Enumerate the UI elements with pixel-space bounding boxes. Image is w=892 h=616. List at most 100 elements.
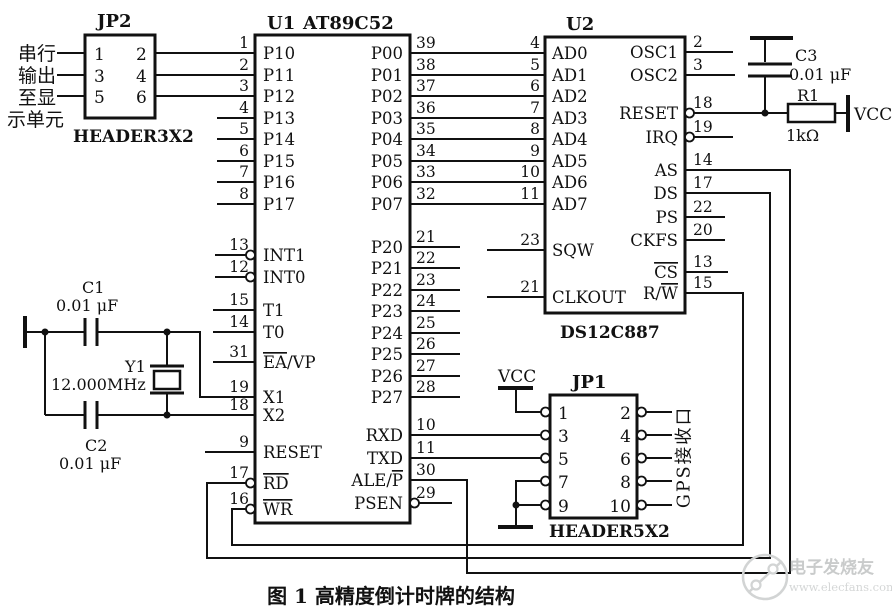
- pin-number: 23: [416, 271, 436, 289]
- pin-label: P20: [371, 238, 403, 257]
- wire: [231, 292, 744, 546]
- chip-body-u1: [253, 33, 412, 525]
- pin-number: 34: [416, 142, 436, 160]
- pin-number: 25: [416, 314, 436, 332]
- pin-number: 2: [239, 56, 249, 74]
- inverted-pin-bubble: [684, 131, 695, 143]
- pin-number: 6: [530, 77, 540, 95]
- junction-dot: [163, 411, 171, 419]
- header-pin-number: 1: [94, 45, 105, 65]
- pin-number: 15: [229, 291, 249, 309]
- wire: [515, 388, 541, 413]
- pin-label: AD7: [551, 195, 588, 214]
- pin-label: CLKOUT: [552, 288, 626, 307]
- pin-number: 20: [693, 221, 713, 239]
- wire: [97, 331, 255, 398]
- pin-label: P26: [371, 367, 403, 386]
- watermark-brand: 电子发烧友: [789, 557, 874, 578]
- pin-number: 17: [693, 174, 713, 192]
- inverted-pin-bubble: [245, 249, 256, 261]
- wire: [206, 192, 771, 559]
- inverted-pin-bubble: [540, 499, 551, 511]
- pin-number: 33: [416, 163, 436, 181]
- serial-note-line2: 输出: [18, 65, 56, 87]
- inverted-pin-bubble: [245, 477, 256, 489]
- jp2-title: JP2: [95, 11, 132, 32]
- header-pin-number: 6: [136, 88, 147, 108]
- y1-refdes: Y1: [124, 357, 146, 376]
- pin-number: 35: [416, 120, 436, 138]
- pin-number: 1: [239, 34, 249, 52]
- junction-dot: [761, 109, 769, 117]
- pin-label: P17: [263, 195, 295, 214]
- junction-dot: [512, 501, 520, 509]
- c3-value: 0.01 μF: [789, 65, 851, 84]
- inverted-pin-bubble: [245, 271, 256, 283]
- header-pin-number: 3: [94, 67, 105, 87]
- pin-label: P21: [371, 259, 403, 278]
- pin-label: PS: [656, 208, 678, 227]
- pin-number: 15: [693, 274, 713, 292]
- pin-number: 3: [693, 56, 703, 74]
- pin-label: AD2: [551, 87, 588, 106]
- pin-number: 30: [416, 461, 436, 479]
- inverted-pin-bubble: [540, 475, 551, 487]
- pin-label: T1: [263, 301, 285, 320]
- jp1-part-label: HEADER5X2: [549, 522, 670, 542]
- pin-label: AD3: [551, 109, 588, 128]
- pin-label: AD1: [551, 66, 588, 85]
- pin-number: 19: [693, 118, 713, 136]
- pin-number: 11: [416, 439, 436, 457]
- header-pin-number: 4: [620, 427, 631, 447]
- pin-number: 2: [693, 33, 703, 51]
- pin-label: P05: [371, 152, 403, 171]
- vcc-label-jp1: VCC: [497, 367, 536, 387]
- pin-label: RESET: [263, 443, 322, 462]
- jp1-title: JP1: [570, 372, 607, 393]
- inverted-pin-bubble: [636, 452, 647, 464]
- pin-number: 5: [239, 120, 249, 138]
- crystal-body-y1: [152, 369, 182, 391]
- pin-number: 24: [416, 292, 436, 310]
- pin-number: 26: [416, 335, 436, 353]
- pin-number: 4: [530, 34, 540, 52]
- pin-number: 37: [416, 77, 436, 95]
- header-pin-number: 10: [609, 497, 631, 517]
- header-pin-number: 5: [94, 88, 105, 108]
- inverted-pin-bubble: [636, 429, 647, 441]
- pin-label: PSEN: [354, 494, 403, 513]
- pin-label: AD5: [551, 152, 588, 171]
- pin-number: 16: [229, 490, 249, 508]
- pin-number: 13: [693, 253, 713, 271]
- pin-number: 10: [520, 163, 540, 181]
- pin-number: 9: [239, 433, 249, 451]
- watermark-logo-icon: [741, 553, 789, 601]
- pin-label: P10: [263, 44, 295, 63]
- pin-number: 8: [239, 185, 249, 203]
- pin-label: OSC1: [630, 43, 678, 62]
- pin-number: 38: [416, 56, 436, 74]
- pin-label: TXD: [367, 449, 403, 468]
- pin-label: EA/VP: [263, 353, 316, 372]
- pin-label: P00: [371, 44, 403, 63]
- header-pin-number: 2: [620, 404, 631, 424]
- pin-label: RD: [263, 474, 289, 493]
- chip-body-jp2: [83, 33, 157, 120]
- pin-label: X2: [263, 406, 285, 425]
- jp2-part-label: HEADER3X2: [73, 127, 194, 147]
- pin-label: P27: [371, 388, 403, 407]
- pin-number: 18: [229, 396, 249, 414]
- pin-label: RXD: [366, 426, 403, 445]
- pin-label: P04: [371, 130, 403, 149]
- junction-dot: [163, 328, 171, 336]
- pin-label: OSC2: [630, 66, 678, 85]
- u2-part-label: DS12C887: [560, 323, 660, 343]
- pin-label: AS: [654, 161, 678, 180]
- serial-note-line1: 串行: [18, 43, 56, 65]
- inverted-pin-bubble: [409, 497, 420, 509]
- pin-label: X1: [263, 388, 285, 407]
- pin-label: P15: [263, 152, 295, 171]
- pin-label: P25: [371, 345, 403, 364]
